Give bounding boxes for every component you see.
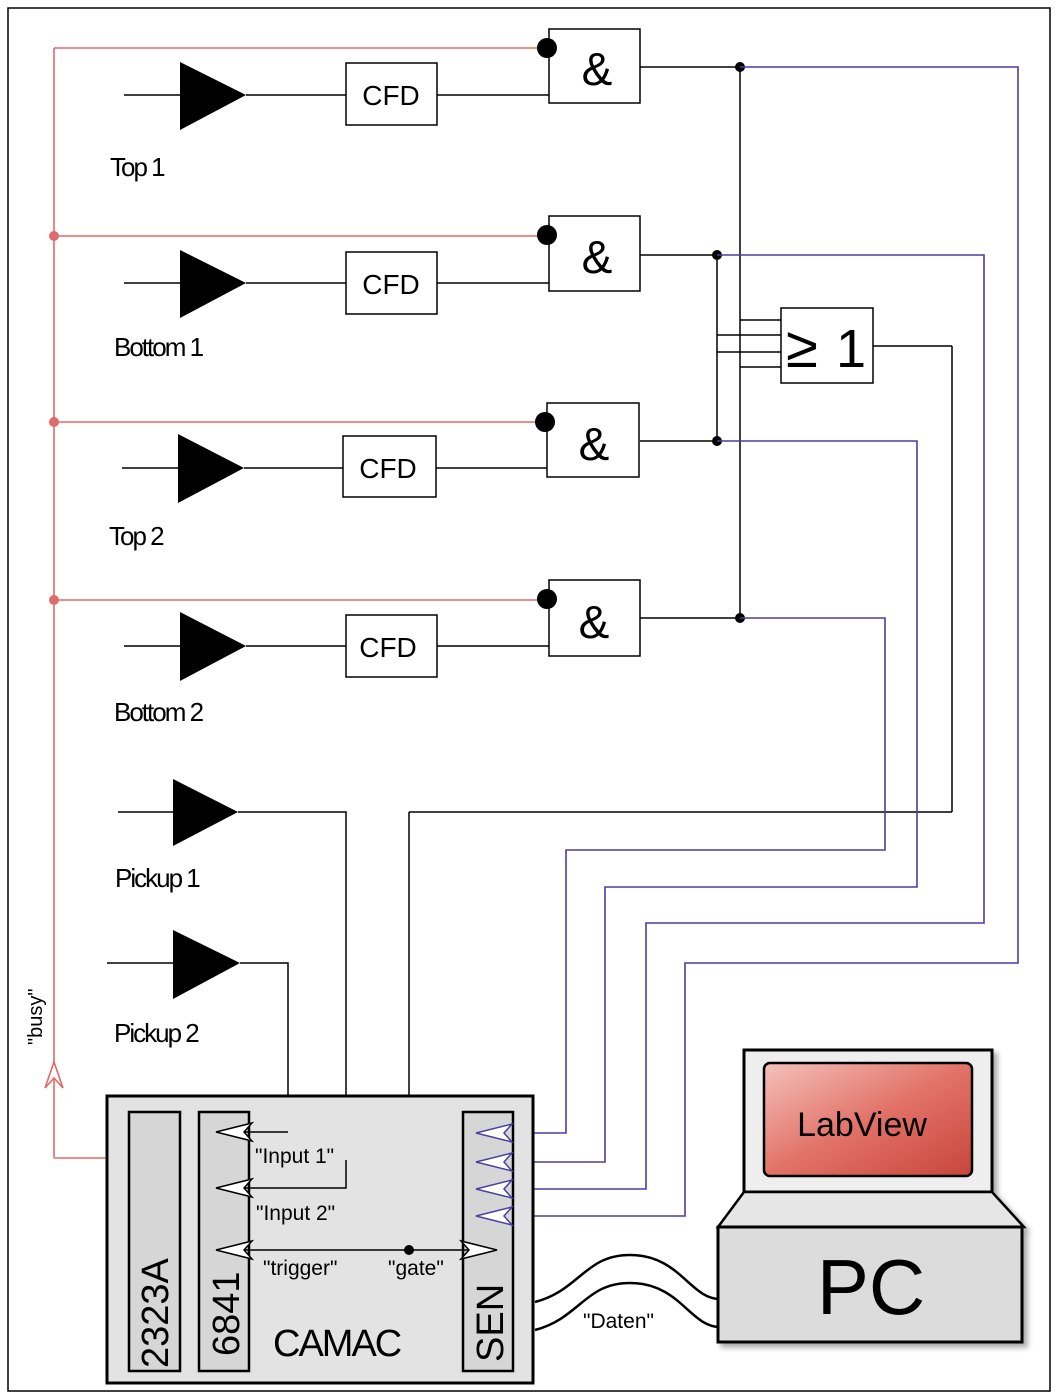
channel-label: Top 1 xyxy=(110,152,165,182)
or-gate: ≥ 1 xyxy=(780,307,874,384)
cfd-box xyxy=(342,435,437,498)
veto-input-dot xyxy=(535,412,555,432)
pc-label: PC xyxy=(817,1243,925,1331)
gate-junction-dot xyxy=(404,1245,414,1255)
channel-top-2: CFD & Top 2 xyxy=(109,402,640,551)
cfd-box xyxy=(345,62,438,126)
and-gate-label: & xyxy=(582,43,613,95)
and-gate-box xyxy=(548,579,641,657)
cfd-label: CFD xyxy=(362,80,420,111)
or-gate-box xyxy=(780,307,874,384)
cfd-label: CFD xyxy=(359,453,417,484)
module-sen-label: SEN xyxy=(470,1284,512,1362)
channel-bottom-2: CFD & Bottom 2 xyxy=(114,579,641,727)
module-2323a xyxy=(127,1110,182,1373)
pickup-label: Pickup 1 xyxy=(115,863,200,893)
and-gate-box xyxy=(548,28,641,104)
pc-body xyxy=(716,1225,1024,1344)
monitor-screen xyxy=(762,1061,974,1178)
channel-bottom-1: CFD & Bottom 1 xyxy=(114,215,641,362)
and-gate-label: & xyxy=(579,418,610,470)
busy-junctions xyxy=(49,231,59,605)
cfd-box xyxy=(345,251,438,315)
module-2323a-label: 2323A xyxy=(135,1257,177,1368)
camac-crate: 2323A 6841 SEN "Input 1" "Input 2" xyxy=(105,1094,535,1385)
cfd-box xyxy=(345,614,438,678)
channel-label: Bottom 2 xyxy=(114,697,204,727)
input-1-label: "Input 1" xyxy=(255,1145,334,1168)
cfd-label: CFD xyxy=(362,269,420,300)
data-lines xyxy=(511,66,1019,1217)
channel-label: Bottom 1 xyxy=(114,332,204,362)
channel-top-1: CFD & Top 1 xyxy=(110,28,641,182)
pc: LabView PC xyxy=(715,1048,1027,1344)
gate-label: "gate" xyxy=(388,1257,444,1280)
veto-input-dot xyxy=(537,589,557,609)
veto-input-dot xyxy=(537,38,557,58)
amplifier-triangle-icon xyxy=(173,930,240,999)
and-output-wiring xyxy=(408,66,953,1250)
labview-label: LabView xyxy=(797,1106,927,1144)
module-6841-label: 6841 xyxy=(206,1271,248,1356)
input-2-label: "Input 2" xyxy=(256,1202,335,1225)
amplifier-triangle-icon xyxy=(180,250,246,318)
channel-label: Top 2 xyxy=(109,521,164,551)
and-gate-box xyxy=(548,215,641,292)
amplifier-triangle-icon xyxy=(178,434,244,503)
input-arrowheads xyxy=(215,1121,498,1261)
and-gate-label: & xyxy=(582,231,613,283)
and-gate-label: & xyxy=(579,596,610,648)
camac-title: CAMAC xyxy=(273,1323,401,1365)
pickup-label: Pickup 2 xyxy=(114,1018,199,1048)
cfd-label: CFD xyxy=(359,632,417,663)
monitor-base xyxy=(715,1190,1027,1229)
sen-arrowheads xyxy=(475,1122,515,1227)
daten-label: "Daten" xyxy=(583,1310,654,1333)
amplifier-triangle-icon xyxy=(180,612,246,681)
trigger-label: "trigger" xyxy=(263,1257,337,1280)
or-gate-symbol: ≥ xyxy=(786,315,818,380)
pickup-2: Pickup 2 xyxy=(107,930,289,1132)
module-6841 xyxy=(197,1110,251,1373)
daten-cable xyxy=(534,1253,721,1332)
veto-input-dot xyxy=(537,225,557,245)
amplifier-triangle-icon xyxy=(180,62,246,130)
and-gate-box xyxy=(546,402,640,478)
pickup-1: Pickup 1 xyxy=(115,779,347,1160)
amplifier-triangle-icon xyxy=(173,779,238,846)
busy-label: "busy" xyxy=(25,989,47,1045)
or-gate-number: 1 xyxy=(836,319,866,379)
